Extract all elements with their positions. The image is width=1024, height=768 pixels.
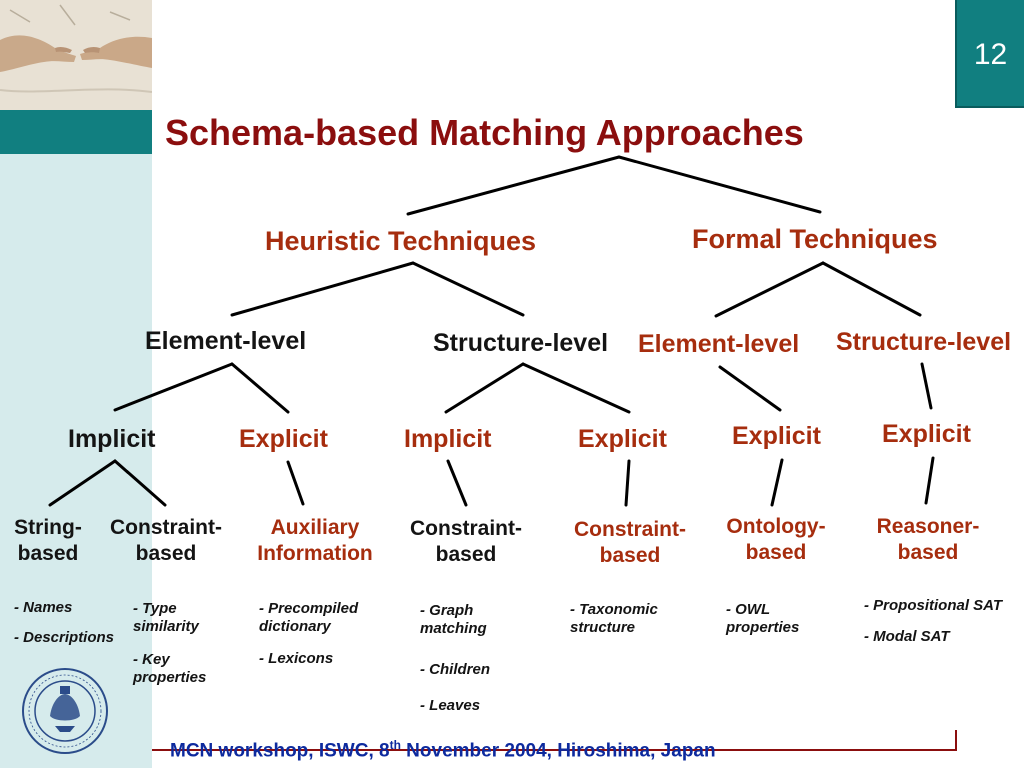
connector-root-formal bbox=[617, 155, 822, 214]
footer-superscript: th bbox=[389, 738, 401, 752]
note-names: - Names bbox=[14, 599, 73, 616]
note-leaves: - Leaves bbox=[420, 697, 481, 714]
connector-el-implicit bbox=[113, 362, 234, 412]
note-key-properties: - Key properties bbox=[133, 651, 207, 686]
connector-ontology bbox=[770, 458, 784, 507]
node-formal-element-level: Element-level bbox=[638, 330, 800, 358]
note-owl-properties: - OWL properties bbox=[726, 601, 800, 636]
connector-constraint-based-1 bbox=[113, 459, 167, 507]
slide-number-box: 12 bbox=[955, 0, 1024, 108]
node-sl-explicit: Explicit bbox=[578, 425, 667, 453]
node-sl-implicit-constraint-based: Constraint-based bbox=[410, 517, 522, 567]
node-el-implicit: Implicit bbox=[68, 425, 156, 453]
connector-fsl-explicit bbox=[920, 362, 933, 410]
connector-root-heuristic bbox=[406, 155, 621, 216]
node-string-based: String-based bbox=[14, 516, 82, 566]
node-formal-structure-level: Structure-level bbox=[836, 328, 1012, 356]
note-taxonomic-structure: - Taxonomic structure bbox=[570, 601, 658, 636]
connector-formal-element bbox=[714, 261, 825, 318]
connector-constraint-based-3 bbox=[624, 459, 631, 507]
sidebar-band bbox=[0, 110, 152, 154]
connector-constraint-based-2 bbox=[446, 459, 468, 507]
hands-illustration bbox=[0, 0, 153, 110]
node-reasoner-based: Reasoner-based bbox=[876, 515, 980, 565]
node-sl-explicit-constraint-based: Constraint-based bbox=[574, 518, 686, 568]
connector-string-based bbox=[48, 459, 117, 507]
note-propositional-sat: - Propositional SAT bbox=[864, 597, 1003, 614]
footer-rule-tick bbox=[955, 730, 957, 751]
node-heuristic-element-level: Element-level bbox=[145, 327, 307, 355]
footer-text: MCN workshop, ISWC, 8th November 2004, H… bbox=[170, 738, 716, 762]
node-heuristic-structure-level: Structure-level bbox=[433, 329, 609, 357]
connector-sl-explicit bbox=[521, 362, 631, 414]
slide-number: 12 bbox=[973, 38, 1008, 71]
node-fsl-explicit: Explicit bbox=[882, 420, 971, 448]
note-descriptions: - Descriptions bbox=[14, 629, 115, 646]
node-sl-implicit: Implicit bbox=[404, 425, 492, 453]
node-fel-explicit: Explicit bbox=[732, 422, 821, 450]
university-seal-logo bbox=[22, 668, 108, 754]
connector-formal-structure bbox=[821, 261, 922, 317]
footer-text-rest: November 2004, Hiroshima, Japan bbox=[400, 740, 716, 762]
fresco-image bbox=[0, 0, 153, 110]
node-el-explicit: Explicit bbox=[239, 425, 328, 453]
note-graph-matching: - Graph matching bbox=[420, 602, 487, 637]
connector-fel-explicit bbox=[718, 365, 782, 412]
connector-auxiliary bbox=[286, 460, 305, 506]
connector-el-explicit bbox=[230, 362, 290, 414]
node-el-constraint-based: Constraint-based bbox=[110, 516, 222, 566]
connector-reasoner bbox=[924, 456, 935, 505]
note-lexicons: - Lexicons bbox=[259, 650, 334, 667]
note-children: - Children bbox=[420, 661, 490, 678]
note-precompiled-dictionary: - Precompiled dictionary bbox=[259, 600, 359, 635]
footer-rule bbox=[152, 749, 957, 751]
note-modal-sat: - Modal SAT bbox=[864, 628, 950, 645]
node-formal: Formal Techniques bbox=[692, 224, 938, 254]
footer-text-main: MCN workshop, ISWC, 8 bbox=[170, 740, 390, 762]
connector-heuristic-structure bbox=[411, 261, 525, 317]
node-heuristic: Heuristic Techniques bbox=[265, 226, 537, 256]
slide-title: Schema-based Matching Approaches bbox=[165, 112, 804, 153]
node-ontology-based: Ontology-based bbox=[726, 515, 826, 565]
node-auxiliary-information: Auxiliary Information bbox=[257, 516, 373, 566]
connector-heuristic-element bbox=[230, 261, 415, 317]
note-type-similarity: - Type similarity bbox=[133, 600, 199, 635]
connector-sl-implicit bbox=[444, 362, 525, 414]
